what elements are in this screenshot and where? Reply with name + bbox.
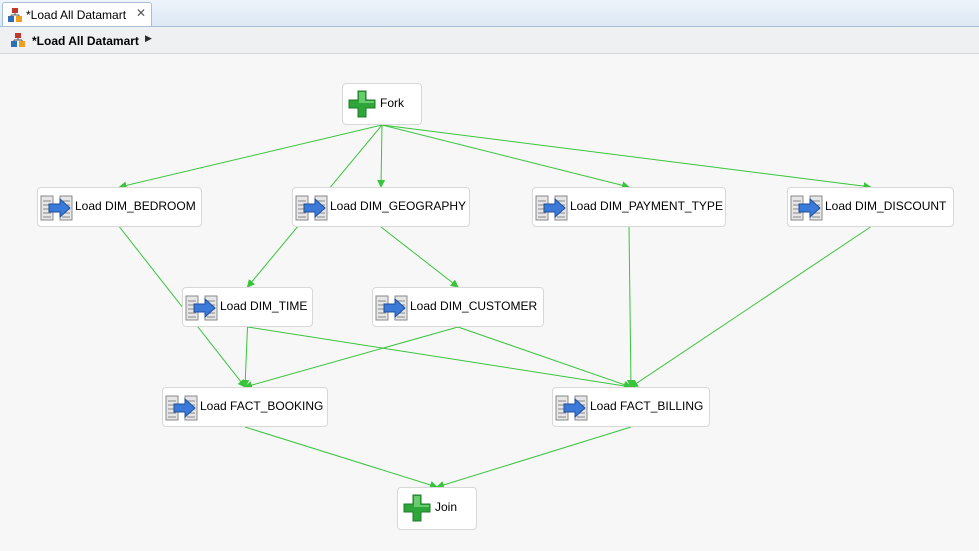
dim-customer-node[interactable]: Load DIM_CUSTOMER [372, 287, 544, 327]
chevron-right-icon[interactable]: ▶ [145, 33, 152, 43]
job-flow-icon [11, 33, 25, 47]
edge-dim-time-to-fact-booking[interactable] [241, 326, 250, 388]
job-flow-icon [8, 8, 22, 22]
edge-dim-customer-to-fact-booking[interactable] [244, 326, 459, 389]
edge-fork-to-dim-payment-type[interactable] [381, 124, 630, 190]
dim-payment-type-label: Load DIM_PAYMENT_TYPE [570, 199, 723, 213]
load-step-icon [790, 195, 823, 221]
dim-geography-label: Load DIM_GEOGRAPHY [330, 199, 467, 213]
dim-bedroom-label: Load DIM_BEDROOM [75, 199, 196, 213]
fact-booking-node[interactable]: Load FACT_BOOKING [162, 387, 328, 427]
edge-fork-to-dim-geography[interactable] [377, 124, 386, 188]
edge-layer [118, 124, 872, 489]
dim-discount-label: Load DIM_DISCOUNT [825, 199, 947, 213]
load-step-icon [555, 395, 588, 421]
breadcrumb-title[interactable]: *Load All Datamart [32, 34, 139, 48]
edge-dim-time-to-fact-billing[interactable] [247, 326, 632, 390]
plus-icon [348, 90, 376, 118]
breadcrumb: *Load All Datamart ▶ [0, 27, 979, 54]
dim-payment-type-node[interactable]: Load DIM_PAYMENT_TYPE [532, 187, 726, 227]
dim-discount-node[interactable]: Load DIM_DISCOUNT [787, 187, 954, 227]
edge-dim-geography-to-dim-customer[interactable] [380, 226, 459, 288]
dim-time-label: Load DIM_TIME [220, 299, 308, 313]
fork-label: Fork [380, 96, 404, 110]
close-icon[interactable]: ✕ [136, 6, 147, 20]
load-step-icon [40, 195, 73, 221]
edge-dim-customer-to-fact-billing[interactable] [457, 326, 632, 389]
fact-booking-label: Load FACT_BOOKING [200, 399, 324, 413]
plus-icon [403, 494, 431, 522]
load-step-icon [165, 395, 198, 421]
fact-billing-node[interactable]: Load FACT_BILLING [552, 387, 710, 427]
fork-node[interactable]: Fork [342, 83, 422, 125]
edge-fork-to-dim-bedroom[interactable] [118, 124, 383, 190]
diagram-canvas[interactable]: Fork Load DIM_BEDROOM Load DIM_GEOGRAPHY [0, 54, 979, 551]
tab-load-all-datamart[interactable]: *Load All Datamart ✕ [2, 2, 152, 26]
edge-dim-payment-type-to-fact-billing[interactable] [626, 226, 635, 388]
edge-dim-discount-to-fact-billing[interactable] [630, 226, 871, 388]
fact-billing-label: Load FACT_BILLING [590, 399, 704, 413]
dim-time-node[interactable]: Load DIM_TIME [182, 287, 313, 327]
tab-title: *Load All Datamart [26, 8, 127, 22]
load-step-icon [375, 295, 408, 321]
edge-fact-booking-to-join[interactable] [244, 426, 438, 489]
edge-fact-billing-to-join[interactable] [436, 426, 632, 489]
edge-fork-to-dim-discount[interactable] [381, 124, 872, 191]
editor-tab-bar: *Load All Datamart ✕ [0, 0, 979, 27]
dim-geography-node[interactable]: Load DIM_GEOGRAPHY [292, 187, 470, 227]
load-step-icon [295, 195, 328, 221]
load-step-icon [185, 295, 218, 321]
dim-bedroom-node[interactable]: Load DIM_BEDROOM [37, 187, 202, 227]
load-step-icon [535, 195, 568, 221]
join-node[interactable]: Join [397, 487, 477, 530]
join-label: Join [435, 500, 458, 514]
dim-customer-label: Load DIM_CUSTOMER [410, 299, 538, 313]
